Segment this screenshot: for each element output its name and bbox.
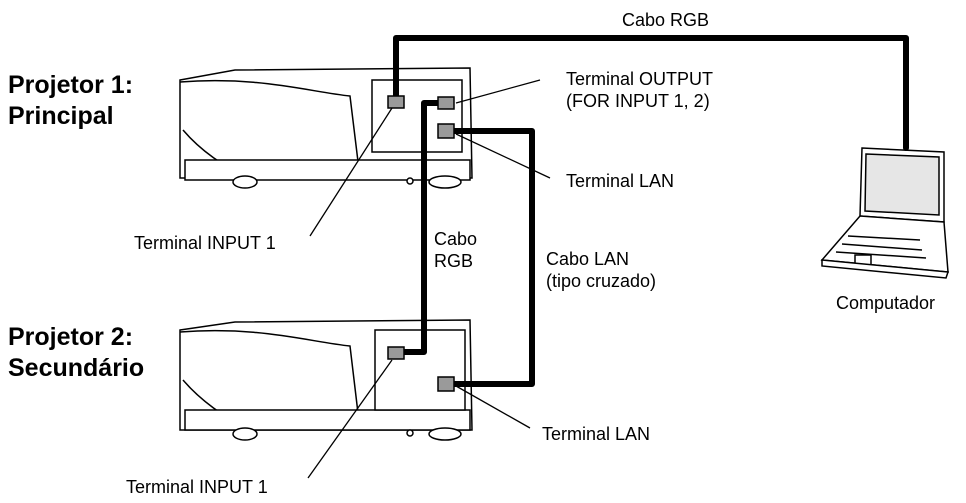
projector-2-input1-connector	[387, 346, 405, 360]
lan-cable	[448, 128, 535, 387]
connectors	[387, 95, 455, 392]
projector-1-lan-connector	[437, 123, 455, 139]
projector-1-panel	[371, 79, 463, 153]
rgb-cable-middle	[398, 100, 448, 355]
projector-1-title: Projetor 1: Principal	[8, 70, 133, 132]
projector-1-body	[179, 67, 473, 189]
terminal-lan-2-label: Terminal LAN	[542, 424, 651, 444]
lan-cable-line1: Cabo LAN	[546, 249, 630, 269]
rgb-cable-middle-line2: RGB	[434, 251, 474, 271]
rgb-cable-middle-label: Cabo RGB	[434, 228, 477, 272]
lan-cable-label: Cabo LAN (tipo cruzado)	[546, 248, 656, 292]
projector-1-input1-connector	[387, 95, 405, 109]
projector-1-title-line1: Projetor 1:	[8, 71, 134, 99]
terminal-lan-1-label: Terminal LAN	[566, 171, 675, 191]
terminal-input1-top-label: Terminal INPUT 1	[134, 233, 276, 253]
terminal-output-line1: Terminal OUTPUT	[566, 69, 714, 89]
projector-2-panel	[374, 329, 466, 411]
rgb-cable-middle-line1: Cabo	[434, 229, 478, 249]
computer-icon	[820, 147, 950, 279]
leader-lines	[307, 79, 551, 479]
rgb-cable-top-label: Cabo RGB	[622, 10, 710, 30]
projector-2-title: Projetor 2: Secundário	[8, 322, 144, 384]
projector-1-output-connector	[437, 96, 455, 110]
projector-2-lan-connector	[437, 376, 455, 392]
projector-2-title-line1: Projetor 2:	[8, 323, 134, 351]
projector-2-body	[179, 319, 473, 441]
terminal-output-label: Terminal OUTPUT (FOR INPUT 1, 2)	[566, 68, 713, 112]
terminal-output-line2: (FOR INPUT 1, 2)	[566, 91, 710, 111]
projector-2-title-line2: Secundário	[8, 354, 145, 382]
terminal-input1-bottom-label: Terminal INPUT 1	[126, 477, 268, 497]
rgb-cable-top	[393, 35, 909, 151]
lan-cable-line2: (tipo cruzado)	[546, 271, 657, 291]
projector-1-title-line2: Principal	[8, 102, 114, 130]
computer-label: Computador	[836, 293, 936, 313]
